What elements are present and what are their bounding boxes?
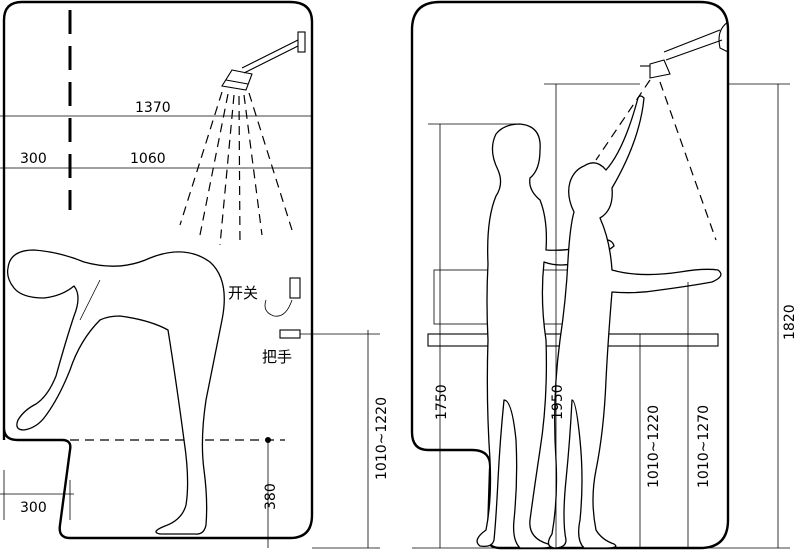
dim-1370: 1370 xyxy=(0,100,312,117)
right-shower-head xyxy=(640,21,729,79)
dim-left-1010-1220-label: 1010~1220 xyxy=(374,397,390,480)
dim-1750-label: 1750 xyxy=(434,384,450,420)
switch-fixture: 开关 xyxy=(228,277,301,317)
right-panel: 1750 1950 1010~1220 1010~1270 1820 xyxy=(410,0,796,550)
dim-300-label: 300 xyxy=(20,151,47,167)
right-spray-2 xyxy=(659,81,717,241)
dim-380: 380 xyxy=(263,440,279,548)
dim-left-1010-1220: 1010~1220 xyxy=(312,330,390,549)
dim-1060-label: 1060 xyxy=(130,151,166,167)
dim-300-floor-label: 300 xyxy=(20,500,47,516)
dim-1950-label: 1950 xyxy=(550,384,566,420)
right-spray-1 xyxy=(595,79,651,161)
left-room-outline xyxy=(2,0,314,540)
dim-1010-1270: 1010~1270 xyxy=(687,282,712,548)
left-shower-head xyxy=(221,31,306,91)
reaching-figure xyxy=(547,95,722,549)
dim-1820-label: 1820 xyxy=(782,304,796,340)
dim-1750: 1750 xyxy=(428,123,520,548)
handle-label: 把手 xyxy=(262,348,292,366)
dim-1010-1270-label: 1010~1270 xyxy=(696,405,712,488)
dim-right-1010-1220: 1010~1220 xyxy=(639,334,662,548)
dim-right-1010-1220-label: 1010~1220 xyxy=(646,405,662,488)
bending-figure xyxy=(6,249,225,535)
handle-fixture: 把手 xyxy=(262,329,380,366)
switch-label: 开关 xyxy=(228,284,258,302)
left-water-spray xyxy=(179,91,293,246)
dim-1820: 1820 xyxy=(412,83,796,549)
dim-1950: 1950 xyxy=(544,83,640,548)
dim-380-label: 380 xyxy=(263,483,279,510)
left-panel: 1370 300 1060 开关 把手 xyxy=(0,0,390,549)
dim-300-floor: 300 xyxy=(0,470,74,520)
dim-1370-label: 1370 xyxy=(135,100,171,116)
dim-300-1060: 300 1060 xyxy=(0,151,312,176)
bending-figure-arm xyxy=(79,279,101,321)
